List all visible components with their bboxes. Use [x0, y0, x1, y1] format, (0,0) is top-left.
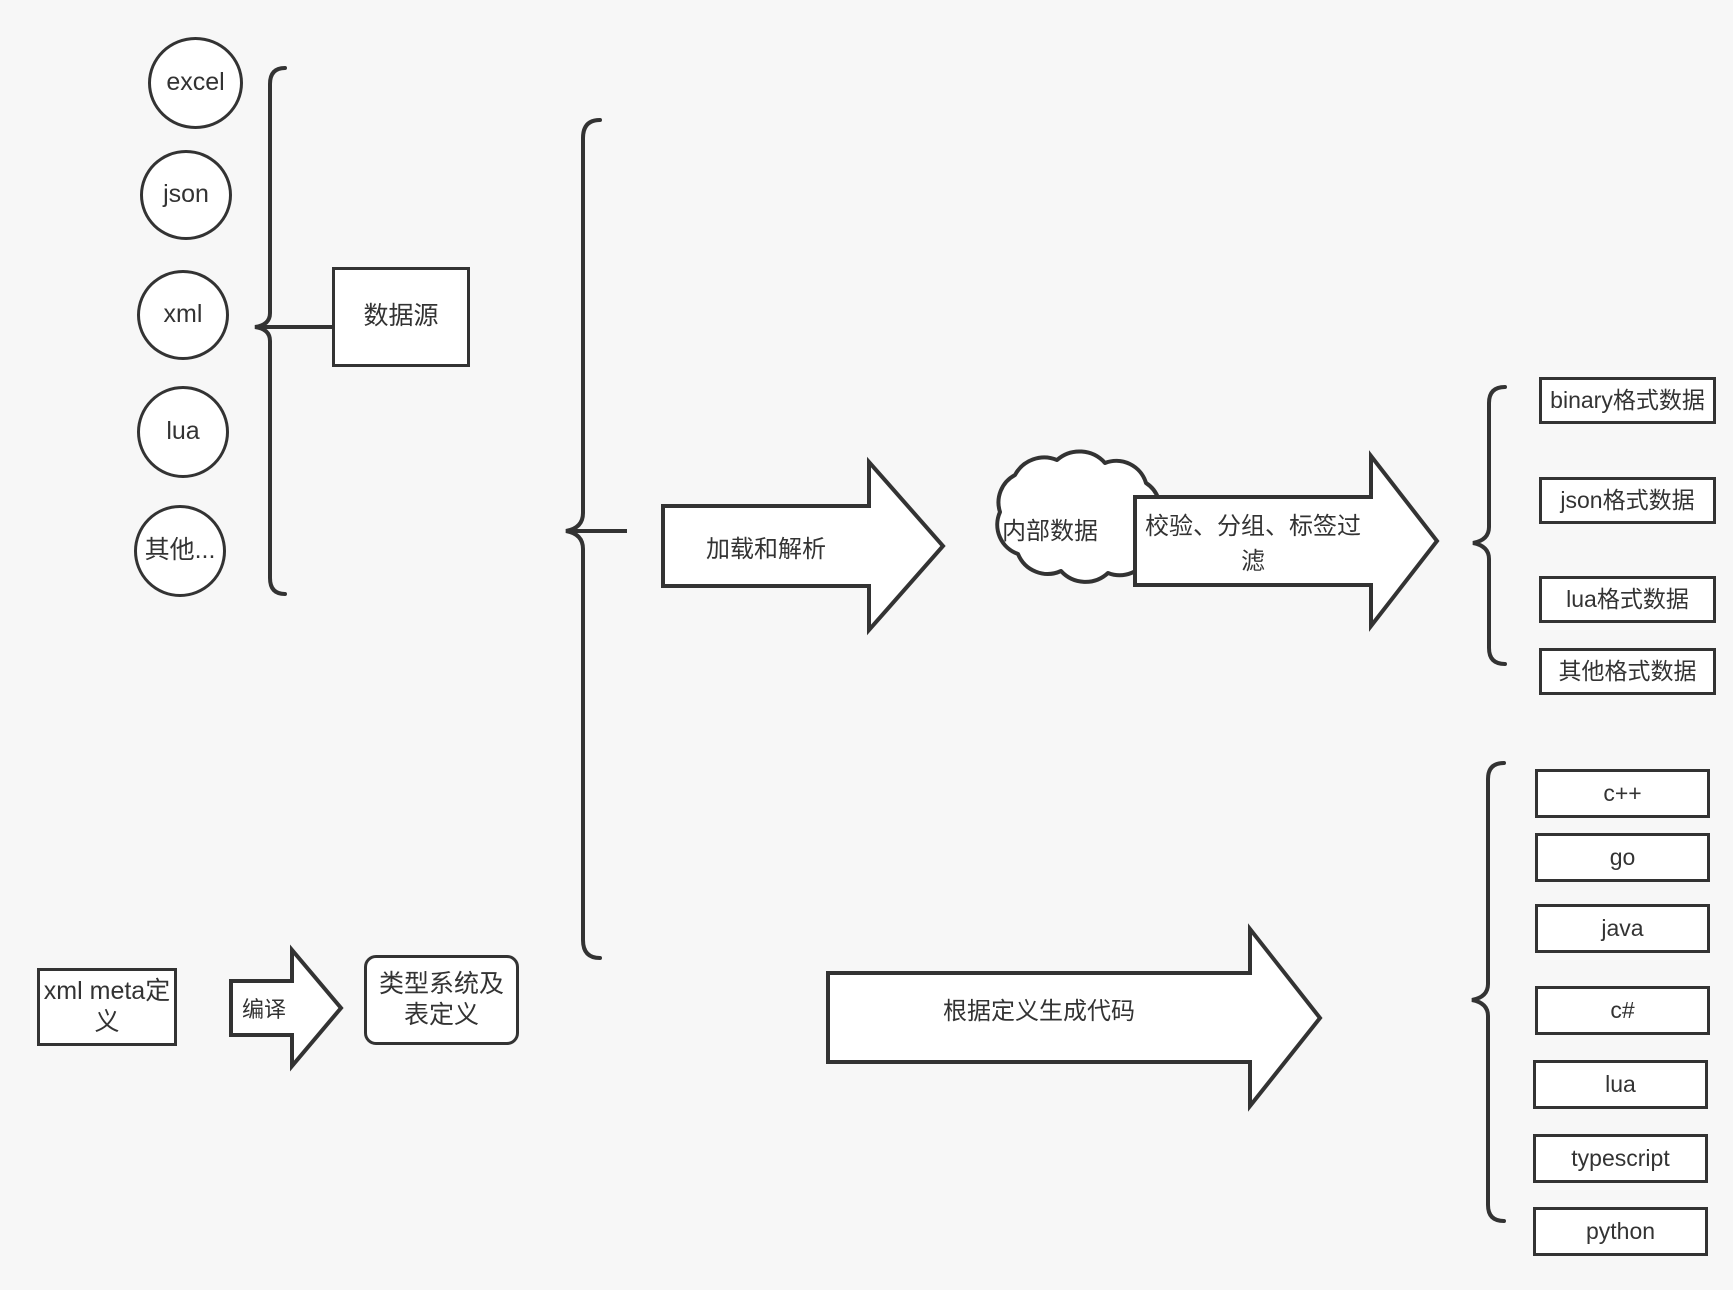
compile-arrow-shape: [229, 944, 344, 1072]
output-language-label: java: [1601, 915, 1644, 942]
source-label: lua: [166, 417, 200, 446]
output-format-label: binary格式数据: [1550, 387, 1705, 414]
output-format-label: lua格式数据: [1566, 586, 1689, 613]
source-node-xml[interactable]: xml: [137, 270, 229, 360]
sources-brace: [254, 66, 287, 596]
output-language-label: c#: [1610, 997, 1635, 1024]
languages-brace: [1471, 761, 1506, 1223]
output-language-label: c++: [1603, 780, 1642, 807]
source-label: json: [163, 180, 209, 209]
data-source-box[interactable]: 数据源: [332, 267, 470, 367]
data-source-label: 数据源: [363, 302, 439, 331]
filter-arrow-shape: [1133, 450, 1440, 632]
output-format-label: json格式数据: [1560, 487, 1695, 514]
output-language-label: typescript: [1571, 1145, 1670, 1172]
xml-meta-definition-label: xml meta定义: [43, 976, 171, 1036]
output-format-other[interactable]: 其他格式数据: [1539, 648, 1716, 695]
source-label: excel: [166, 68, 225, 97]
load-parse-arrow-shape: [661, 456, 946, 636]
source-label: 其他...: [144, 536, 216, 565]
source-node-json[interactable]: json: [140, 150, 232, 240]
output-language-typescript[interactable]: typescript: [1533, 1134, 1708, 1183]
definition-brace: [565, 118, 602, 960]
codegen-arrow-shape: [826, 923, 1323, 1112]
output-language-csharp[interactable]: c#: [1535, 986, 1710, 1035]
source-label: xml: [163, 300, 203, 329]
output-language-lua[interactable]: lua: [1533, 1060, 1708, 1109]
output-format-lua[interactable]: lua格式数据: [1539, 576, 1716, 623]
output-format-label: 其他格式数据: [1558, 658, 1697, 685]
output-format-json[interactable]: json格式数据: [1539, 477, 1716, 524]
output-language-label: python: [1585, 1218, 1656, 1245]
output-language-label: go: [1609, 844, 1636, 871]
output-language-go[interactable]: go: [1535, 833, 1710, 882]
output-format-binary[interactable]: binary格式数据: [1539, 377, 1716, 424]
output-language-python[interactable]: python: [1533, 1207, 1708, 1256]
formats-brace: [1472, 385, 1507, 666]
type-system-label: 类型系统及表定义: [378, 969, 504, 1029]
output-language-java[interactable]: java: [1535, 904, 1710, 953]
source-node-lua[interactable]: lua: [137, 386, 229, 478]
source-node-excel[interactable]: excel: [148, 37, 243, 129]
output-language-cpp[interactable]: c++: [1535, 769, 1710, 818]
xml-meta-definition-box[interactable]: xml meta定义: [37, 968, 177, 1046]
type-system-box[interactable]: 类型系统及表定义: [364, 955, 519, 1045]
output-language-label: lua: [1605, 1071, 1636, 1098]
source-node-other[interactable]: 其他...: [134, 505, 226, 597]
